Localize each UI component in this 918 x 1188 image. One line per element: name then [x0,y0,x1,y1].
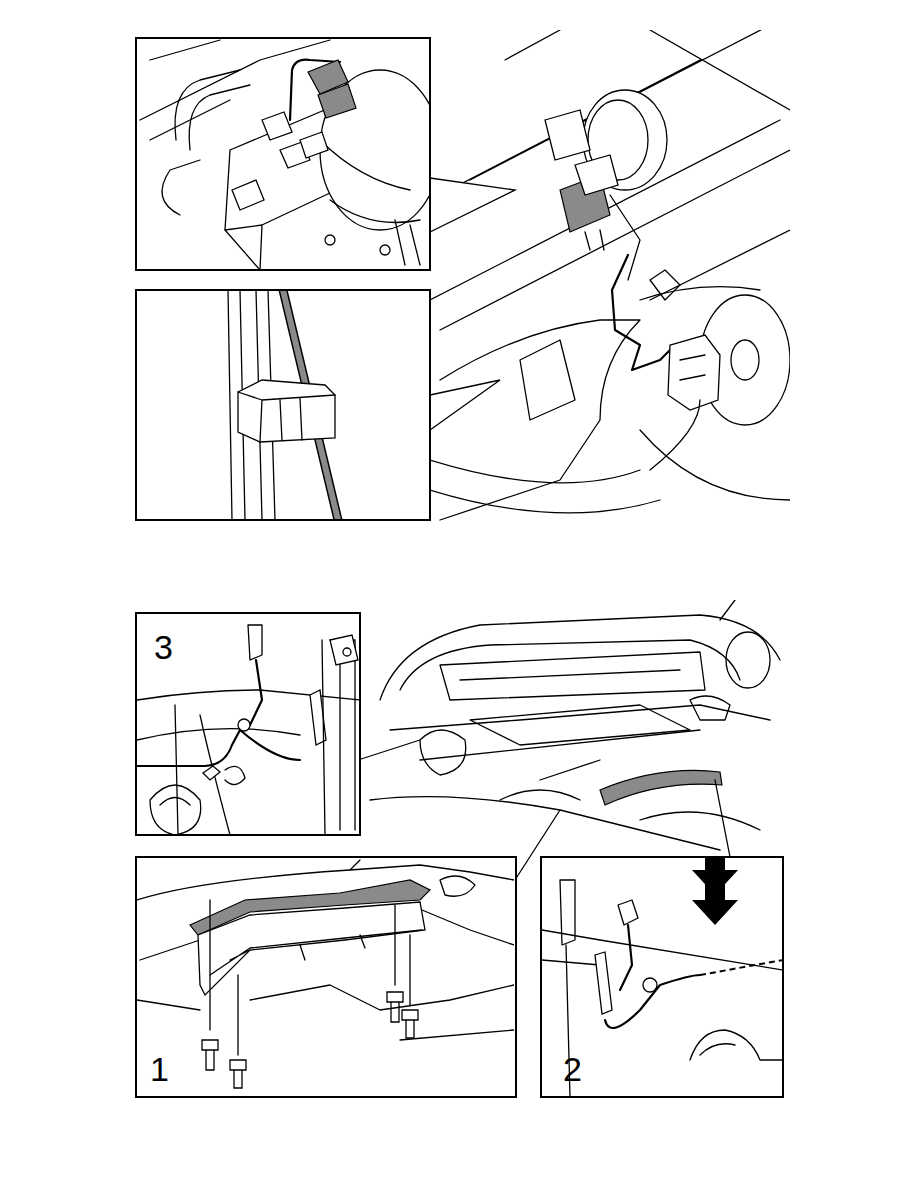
crossmember-detail [137,860,514,1088]
abs-unit-detail [140,40,429,269]
callout-number: 3 [154,630,173,664]
wire-routing-detail [542,858,782,1096]
engine-bay-scene [430,30,790,520]
callout-number: 2 [563,1052,582,1086]
callout-pointer [430,178,515,232]
callout-pointer [430,380,500,430]
sensor-wire-detail [137,625,359,834]
pipe-clip-detail [228,291,338,519]
direction-arrow [692,865,738,925]
callout-number: 1 [150,1052,169,1086]
underside-scene [370,600,780,850]
